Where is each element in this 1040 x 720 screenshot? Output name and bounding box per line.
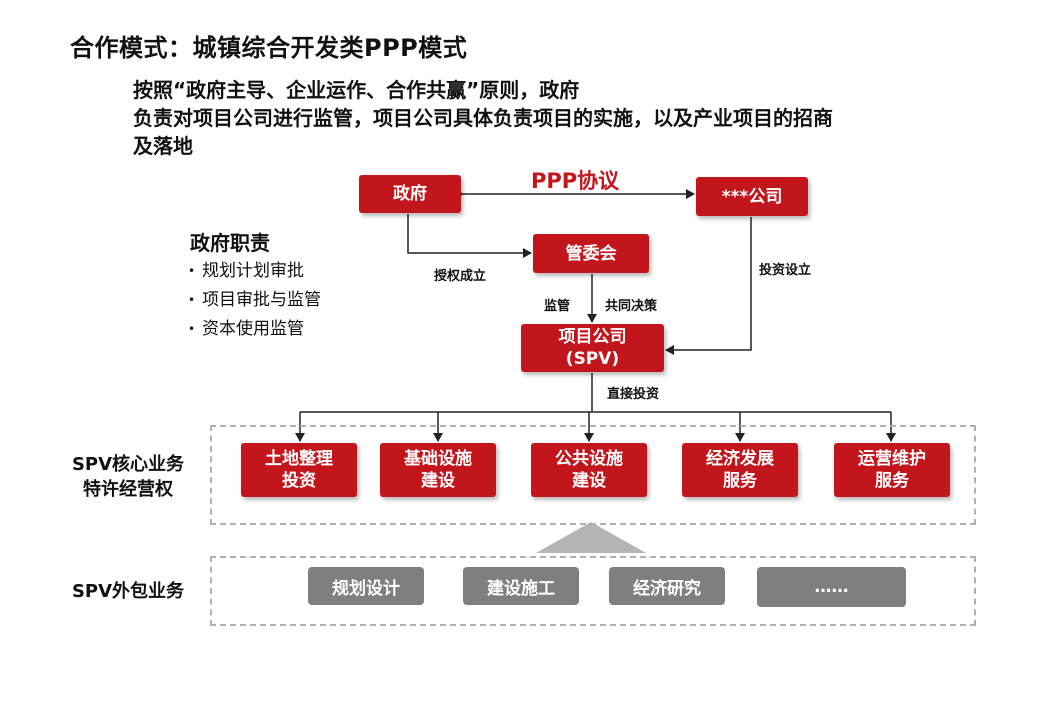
core-item-line-1: 经济发展 — [706, 449, 774, 469]
authorize-arrow — [407, 214, 532, 258]
outsourced-business-label: SPV外包业务 — [71, 581, 185, 602]
spv-node: 项目公司 (SPV) — [521, 324, 664, 372]
core-item-public-facilities: 公共设施 建设 — [531, 443, 647, 497]
core-item-line-1: 基础设施 — [404, 449, 472, 469]
core-item-line-1: 运营维护 — [858, 449, 926, 469]
core-item-line-2: 服务 — [723, 471, 757, 491]
list-item: • 规划计划审批 — [188, 257, 321, 286]
outsourced-item-label: 规划设计 — [332, 578, 400, 599]
supervise-label: 监管 — [544, 299, 571, 314]
ppp-agreement-label: PPP协议 — [531, 169, 620, 193]
intro-line-1: 按照“政府主导、企业运作、合作共赢”原则，政府 — [133, 78, 580, 102]
core-item-line-1: 土地整理 — [265, 449, 333, 469]
core-item-line-2: 投资 — [282, 471, 316, 491]
core-business-frame — [210, 425, 976, 525]
direct-invest-label: 直接投资 — [607, 387, 660, 402]
spv-node-line-2: (SPV) — [565, 349, 620, 369]
outsourced-item-research: 经济研究 — [609, 567, 725, 605]
company-node-label: ***公司 — [721, 186, 783, 207]
duty-text: 项目审批与监管 — [202, 290, 321, 310]
intro-text: 按照“政府主导、企业运作、合作共赢”原则，政府 负责对项目公司进行监管，项目公司… — [133, 76, 993, 160]
outsourced-item-label: …… — [814, 577, 849, 597]
gov-node-label: 政府 — [393, 184, 427, 204]
core-label-line-1: SPV核心业务 — [71, 454, 185, 475]
authorize-label: 授权成立 — [434, 269, 487, 284]
outsourced-item-planning: 规划设计 — [308, 567, 424, 605]
committee-node-label: 管委会 — [565, 243, 617, 264]
outsourced-item-more: …… — [757, 567, 906, 607]
core-item-operations: 运营维护 服务 — [834, 443, 950, 497]
core-item-land: 土地整理 投资 — [241, 443, 357, 497]
invest-setup-arrow — [665, 217, 752, 355]
company-node: ***公司 — [696, 177, 808, 216]
outsourced-item-construction: 建设施工 — [463, 567, 579, 605]
list-item: • 资本使用监管 — [188, 315, 321, 344]
core-item-line-2: 建设 — [421, 471, 455, 491]
page-title: 合作模式：城镇综合开发类PPP模式 — [70, 34, 468, 62]
core-item-infrastructure: 基础设施 建设 — [380, 443, 496, 497]
core-item-line-1: 公共设施 — [555, 449, 623, 469]
outsourced-item-label: 建设施工 — [487, 578, 555, 599]
core-business-label: SPV核心业务 特许经营权 — [58, 452, 198, 502]
core-item-line-2: 建设 — [572, 471, 606, 491]
bullet-icon: • — [188, 264, 196, 278]
outsourced-business-frame — [210, 556, 976, 626]
intro-line-3: 及落地 — [133, 134, 193, 158]
core-item-line-2: 服务 — [875, 471, 909, 491]
gov-duties-list: • 规划计划审批 • 项目审批与监管 • 资本使用监管 — [188, 257, 321, 344]
committee-node: 管委会 — [533, 234, 649, 273]
outsourced-item-label: 经济研究 — [633, 578, 701, 599]
core-item-economic-development: 经济发展 服务 — [682, 443, 798, 497]
core-label-line-2: 特许经营权 — [83, 479, 173, 500]
bullet-icon: • — [188, 322, 196, 336]
duty-text: 规划计划审批 — [202, 261, 304, 281]
spv-node-line-1: 项目公司 — [558, 327, 627, 347]
intro-line-2: 负责对项目公司进行监管，项目公司具体负责项目的实施，以及产业项目的招商 — [133, 106, 833, 130]
gov-node: 政府 — [359, 175, 461, 213]
support-triangle — [536, 522, 646, 553]
gov-duties-title: 政府职责 — [190, 231, 270, 255]
joint-decision-label: 共同决策 — [605, 299, 658, 314]
duty-text: 资本使用监管 — [202, 319, 304, 339]
invest-setup-label: 投资设立 — [759, 263, 812, 278]
bullet-icon: • — [188, 293, 196, 307]
list-item: • 项目审批与监管 — [188, 286, 321, 315]
